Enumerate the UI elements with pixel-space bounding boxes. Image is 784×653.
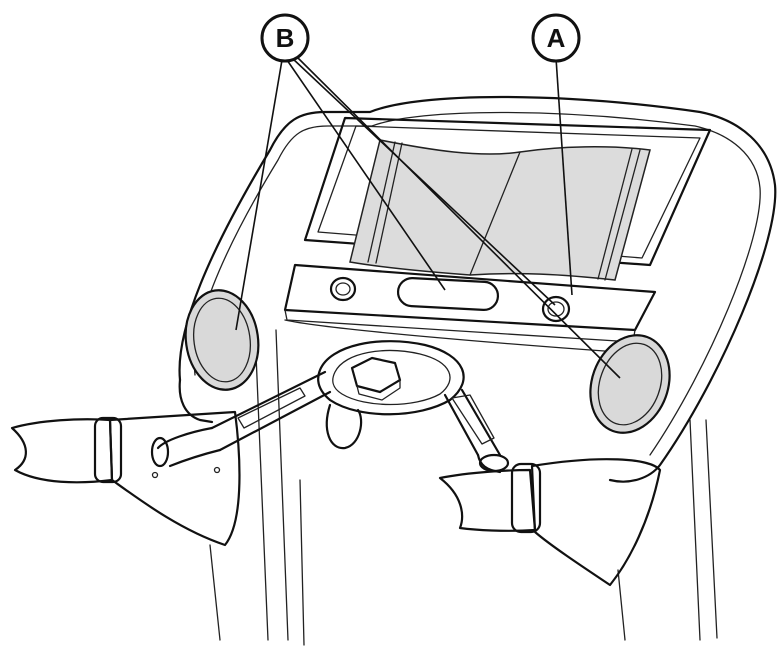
right-round-button [541, 295, 571, 323]
callout-a-label: A [547, 23, 566, 53]
control-buttons [329, 276, 571, 323]
hex-nut-icon [350, 356, 402, 394]
center-hub [317, 340, 465, 450]
leader-lines [235, 57, 621, 379]
right-pad [589, 334, 671, 434]
callout-a: A [531, 13, 581, 63]
side-pads [184, 289, 671, 434]
right-handgrip [438, 458, 662, 587]
callout-b: B [260, 13, 310, 63]
center-oval-button [396, 277, 500, 311]
left-handgrip [10, 410, 241, 547]
left-pad [184, 289, 260, 391]
handlebar-arms [150, 370, 510, 474]
upright-posts [209, 329, 718, 646]
left-round-button [329, 276, 357, 302]
callout-b-label: B [276, 23, 295, 53]
